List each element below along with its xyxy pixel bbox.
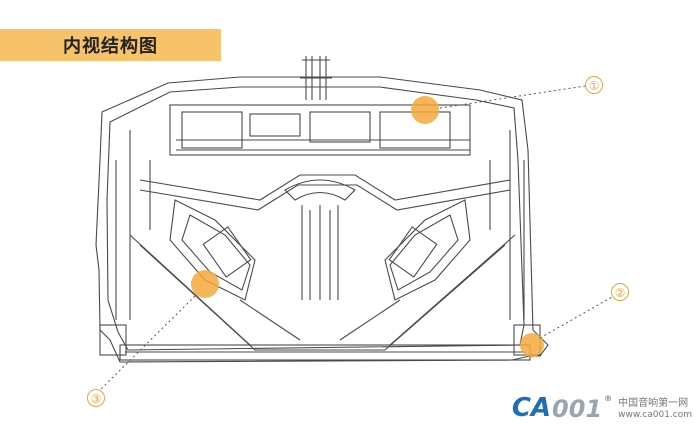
watermark: CA 001 ® 中国音响第一网 www.ca001.com [511,381,692,423]
logo-ca: CA [511,393,552,423]
leader-1 [439,85,586,109]
logo-num: 001 [552,395,603,423]
leader-2 [539,296,613,339]
callout-2: ② [611,283,629,301]
leader-3 [99,295,196,391]
watermark-text: 中国音响第一网 www.ca001.com [618,398,692,421]
callout-3: ③ [87,389,105,407]
marker-1 [411,96,439,124]
logo-registered: ® [604,394,613,403]
watermark-logo: CA 001 ® [511,393,613,423]
marker-2 [520,333,544,357]
callout-1: ① [585,76,603,94]
watermark-url: www.ca001.com [618,410,692,421]
watermark-cn: 中国音响第一网 [618,398,689,410]
title-banner: 内视结构图 [0,29,221,61]
page-title: 内视结构图 [63,36,158,57]
marker-3 [191,270,219,298]
